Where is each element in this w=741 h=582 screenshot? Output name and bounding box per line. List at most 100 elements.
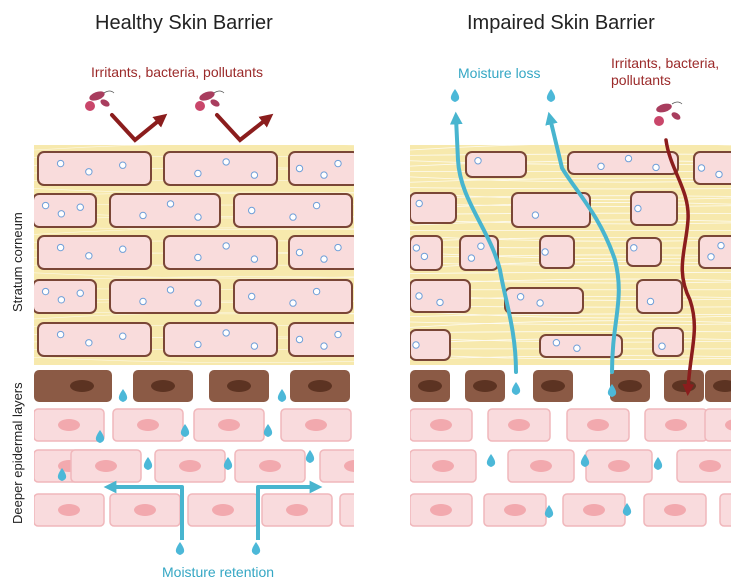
basal-layer-right: [410, 408, 731, 527]
water-bubble: [194, 340, 202, 349]
granular-nucleus: [70, 380, 94, 392]
corneocyte: [539, 334, 623, 358]
water-bubble: [85, 339, 93, 347]
moisture-retention-label: Moisture retention: [162, 564, 275, 580]
epidermal-cell: [704, 408, 731, 442]
water-bubble: [41, 201, 50, 210]
corneocyte: [233, 193, 353, 228]
water-bubble: [516, 293, 525, 301]
water-droplet: [95, 430, 105, 443]
epidermal-nucleus: [137, 419, 159, 431]
corneocyte: [233, 279, 353, 314]
water-bubble: [222, 242, 230, 250]
retention-arrow-left: [103, 480, 184, 540]
corneocyte: [626, 237, 662, 267]
epidermal-nucleus: [305, 419, 327, 431]
water-bubble: [334, 243, 342, 252]
water-bubble: [412, 341, 420, 349]
water-droplet: [450, 89, 460, 102]
water-bubble: [56, 159, 65, 168]
water-droplet: [277, 389, 287, 402]
water-droplet: [486, 454, 496, 467]
impaired-panel: [410, 145, 731, 527]
water-bubble: [717, 241, 725, 250]
corneocyte: [37, 322, 152, 357]
water-bubble: [715, 170, 723, 179]
epidermal-nucleus: [430, 419, 452, 431]
water-bubble: [119, 161, 127, 169]
water-droplet: [511, 382, 521, 395]
water-droplet: [180, 424, 190, 437]
water-bubble: [412, 244, 421, 252]
water-bubble: [420, 252, 429, 261]
corneocyte: [163, 151, 278, 186]
epidermal-nucleus: [344, 460, 354, 472]
water-bubble: [634, 204, 642, 213]
lipid-strand: [410, 321, 731, 326]
water-droplet: [305, 450, 315, 463]
moisture-loss-arrow-1: [449, 111, 518, 374]
epidermal-cell: [339, 493, 354, 527]
water-droplet: [263, 424, 273, 437]
water-bubble: [139, 297, 147, 306]
water-bubble: [658, 342, 666, 350]
water-bubble: [295, 335, 304, 344]
water-droplet: [143, 457, 153, 470]
moisture-loss-arrow-2: [545, 111, 621, 374]
water-bubble: [166, 286, 175, 294]
water-droplet: [175, 542, 185, 555]
water-droplet: [580, 454, 590, 467]
water-bubble: [320, 171, 328, 179]
granular-layer-right: [410, 370, 731, 402]
water-bubble: [707, 253, 715, 261]
retention-arrow-right: [256, 480, 323, 540]
corneocyte: [511, 192, 591, 228]
water-bubble: [477, 242, 485, 250]
epidermal-nucleus: [608, 460, 630, 472]
epidermal-nucleus: [179, 460, 201, 472]
epidermal-nucleus: [259, 460, 281, 472]
water-bubble: [312, 201, 321, 210]
water-bubble: [250, 342, 259, 350]
epidermal-nucleus: [134, 504, 156, 516]
corneocyte: [567, 151, 679, 175]
epidermal-nucleus: [95, 460, 117, 472]
corneocyte: [34, 279, 97, 314]
corneocyte: [163, 322, 278, 357]
water-bubble: [57, 210, 66, 218]
water-bubble: [166, 200, 175, 208]
water-bubble: [295, 164, 304, 173]
water-bubble: [541, 248, 549, 256]
epidermal-nucleus: [665, 419, 687, 431]
corneocyte: [37, 235, 152, 270]
lipid-strand: [410, 320, 731, 328]
water-bubble: [289, 213, 297, 221]
irritant-penetration-arrow: [664, 138, 697, 396]
water-bubble: [222, 329, 230, 337]
lipid-strand: [34, 227, 354, 235]
water-droplet: [118, 389, 128, 402]
irritants-label-left: Irritants, bacteria, pollutants: [91, 64, 263, 80]
water-bubble: [56, 330, 65, 339]
moisture-loss-arrows: [449, 111, 621, 374]
water-bubble: [646, 297, 655, 306]
water-bubble: [250, 171, 259, 179]
water-bubble: [597, 162, 605, 171]
impaired-barrier-title: Impaired Skin Barrier: [467, 12, 655, 34]
moisture-retention-arrows: [103, 480, 323, 540]
corneocyte: [698, 235, 731, 269]
corneocyte: [636, 279, 683, 314]
water-bubble: [320, 342, 328, 350]
epidermal-nucleus: [530, 460, 552, 472]
corneocyte: [652, 327, 684, 357]
water-bubble: [652, 163, 660, 172]
corneocytes-right: [410, 151, 731, 361]
water-bubble: [536, 299, 544, 307]
bacteria-icon-3: [654, 101, 683, 126]
lipid-strand: [410, 331, 731, 334]
water-bubble: [552, 339, 561, 347]
epidermal-nucleus: [286, 504, 308, 516]
water-bubble: [295, 248, 304, 257]
bacteria-icon-1: [85, 90, 115, 111]
